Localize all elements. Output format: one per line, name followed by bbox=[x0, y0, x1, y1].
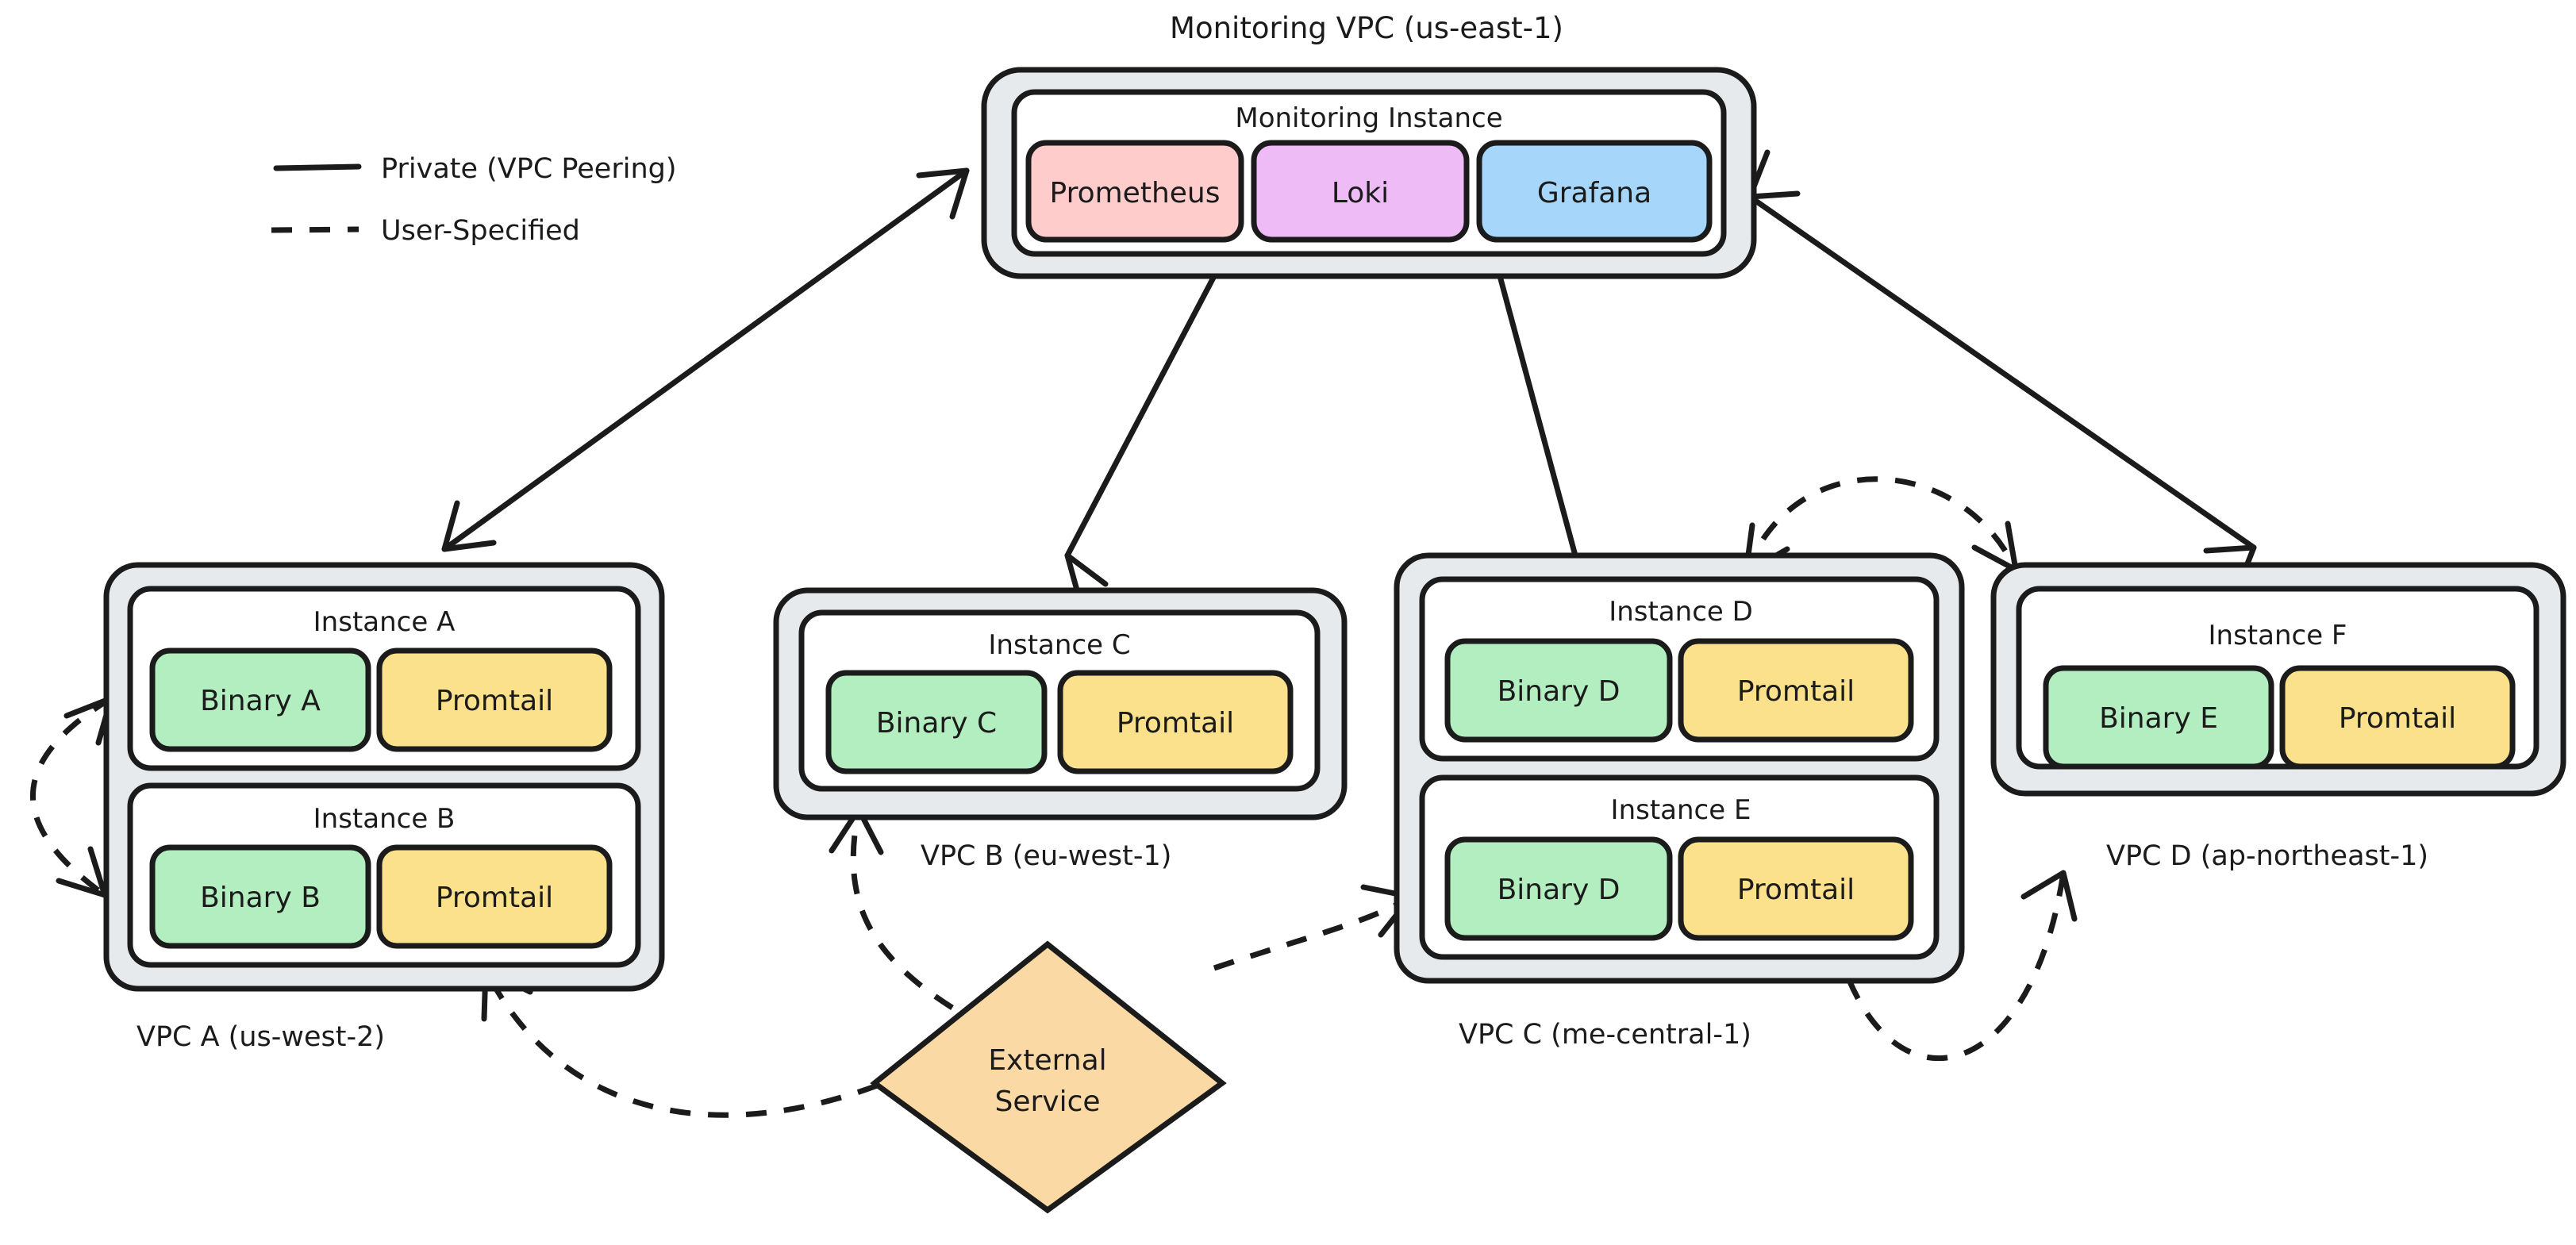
legend-label-user-specified: User-Specified bbox=[381, 215, 580, 247]
node-binary-e-box bbox=[1444, 836, 1673, 941]
external-service-label-line2: Service bbox=[994, 1086, 1100, 1118]
legend: Private (VPC Peering) User-Specified bbox=[271, 153, 677, 247]
vpc-d-label: VPC D (ap-northeast-1) bbox=[2106, 840, 2428, 872]
node-promtail-e[interactable]: Promtail bbox=[1678, 836, 1914, 941]
dashed-line-icon bbox=[271, 226, 359, 233]
monitoring-vpc[interactable]: Monitoring VPC (us-east-1) Monitoring In… bbox=[981, 11, 1757, 279]
edge-monitoring-to-vpc-a bbox=[441, 167, 970, 552]
instance-f[interactable]: Instance F Binary E Promtail bbox=[2016, 586, 2539, 770]
instance-f-title: Instance F bbox=[2209, 620, 2347, 651]
node-prometheus-box bbox=[1025, 140, 1244, 243]
instance-a[interactable]: Instance A Binary A Promtail bbox=[127, 586, 641, 771]
monitoring-instance-title: Monitoring Instance bbox=[1235, 102, 1502, 134]
solid-line-icon bbox=[273, 163, 362, 171]
node-promtail-b[interactable]: Promtail bbox=[376, 844, 613, 949]
instance-b-title: Instance B bbox=[313, 803, 456, 835]
instance-b[interactable]: Instance B Binary B Promtail bbox=[127, 782, 641, 968]
node-promtail-e-box bbox=[1678, 836, 1914, 941]
monitoring-vpc-label: Monitoring VPC (us-east-1) bbox=[1170, 11, 1563, 45]
edge-monitoring-to-vpc-d bbox=[1747, 149, 2257, 595]
instance-c[interactable]: Instance C Binary C Promtail bbox=[798, 609, 1321, 792]
legend-label-private: Private (VPC Peering) bbox=[381, 153, 677, 185]
edge-external-service-to-vpc-c bbox=[1213, 884, 1414, 971]
node-prometheus[interactable]: Prometheus bbox=[1025, 140, 1244, 243]
node-binary-a-label: Binary A bbox=[200, 685, 321, 717]
node-promtail-b-label: Promtail bbox=[436, 882, 553, 914]
edge-instance-a-to-instance-b bbox=[30, 695, 114, 898]
node-binary-c[interactable]: Binary C bbox=[825, 670, 1048, 774]
node-grafana-label: Grafana bbox=[1537, 177, 1651, 209]
node-grafana-box bbox=[1476, 140, 1713, 243]
node-binary-f[interactable]: Binary E bbox=[2043, 665, 2274, 770]
node-binary-d-box bbox=[1444, 638, 1673, 743]
vpc-c-label: VPC C (me-central-1) bbox=[1459, 1019, 1751, 1051]
node-promtail-f-label: Promtail bbox=[2339, 702, 2456, 735]
instance-c-title: Instance C bbox=[988, 629, 1130, 661]
node-promtail-f-box bbox=[2279, 665, 2516, 770]
node-binary-e-label: Binary D bbox=[1498, 874, 1621, 906]
vpc-b[interactable]: Instance C Binary C Promtail VPC B (eu-w… bbox=[773, 587, 1348, 872]
node-binary-d[interactable]: Binary D bbox=[1444, 638, 1673, 743]
node-promtail-d-box bbox=[1678, 638, 1914, 743]
node-loki-label: Loki bbox=[1332, 177, 1389, 209]
edge-monitoring-to-vpc-b bbox=[1064, 227, 1217, 605]
instance-d-title: Instance D bbox=[1609, 596, 1753, 628]
node-promtail-d-label: Promtail bbox=[1737, 675, 1855, 708]
node-promtail-a-label: Promtail bbox=[436, 685, 553, 717]
node-promtail-b-box bbox=[376, 844, 613, 949]
node-binary-c-label: Binary C bbox=[876, 707, 997, 740]
vpc-a[interactable]: Instance A Binary A Promtail Instance B … bbox=[103, 562, 665, 1053]
vpc-c[interactable]: Instance D Binary D Promtail Instance E … bbox=[1394, 552, 1965, 1051]
node-binary-e[interactable]: Binary D bbox=[1444, 836, 1673, 941]
node-binary-b-box bbox=[149, 844, 371, 949]
vpc-d[interactable]: Instance F Binary E Promtail VPC D (ap-n… bbox=[1990, 562, 2566, 872]
node-binary-f-label: Binary E bbox=[2099, 702, 2218, 735]
instance-d[interactable]: Instance D Binary D Promtail bbox=[1419, 576, 1940, 762]
vpc-a-label: VPC A (us-west-2) bbox=[136, 1021, 385, 1053]
legend-item-private: Private (VPC Peering) bbox=[273, 153, 677, 185]
node-binary-b-label: Binary B bbox=[200, 882, 321, 914]
monitoring-instance[interactable]: Monitoring Instance Prometheus Loki Graf… bbox=[1011, 89, 1727, 257]
vpc-b-label: VPC B (eu-west-1) bbox=[921, 840, 1171, 872]
node-loki[interactable]: Loki bbox=[1251, 140, 1470, 243]
node-promtail-d[interactable]: Promtail bbox=[1678, 638, 1914, 743]
node-prometheus-label: Prometheus bbox=[1050, 177, 1221, 209]
node-binary-a[interactable]: Binary A bbox=[149, 647, 371, 752]
node-promtail-e-label: Promtail bbox=[1737, 874, 1855, 906]
node-promtail-c-box bbox=[1057, 670, 1294, 774]
node-binary-d-label: Binary D bbox=[1498, 675, 1621, 708]
instance-e-title: Instance E bbox=[1611, 794, 1751, 826]
node-binary-f-box bbox=[2043, 665, 2274, 770]
node-loki-box bbox=[1251, 140, 1470, 243]
external-service[interactable]: External Service bbox=[870, 940, 1227, 1214]
edge-external-service-to-vpc-b bbox=[829, 806, 954, 1010]
node-promtail-c[interactable]: Promtail bbox=[1057, 670, 1294, 774]
node-promtail-f[interactable]: Promtail bbox=[2279, 665, 2516, 770]
node-binary-a-box bbox=[149, 647, 371, 752]
node-promtail-a-box bbox=[376, 647, 613, 752]
node-promtail-a[interactable]: Promtail bbox=[376, 647, 613, 752]
edge-monitoring-to-vpc-c bbox=[1497, 225, 1578, 606]
instance-e[interactable]: Instance E Binary D Promtail bbox=[1419, 774, 1940, 960]
node-promtail-c-label: Promtail bbox=[1117, 707, 1234, 740]
instance-a-title: Instance A bbox=[313, 606, 456, 638]
node-binary-b[interactable]: Binary B bbox=[149, 844, 371, 949]
external-service-label-line1: External bbox=[988, 1044, 1106, 1077]
node-grafana[interactable]: Grafana bbox=[1476, 140, 1713, 243]
external-service-diamond bbox=[870, 940, 1227, 1214]
node-binary-c-box bbox=[825, 670, 1048, 774]
legend-item-user-specified: User-Specified bbox=[271, 215, 580, 247]
